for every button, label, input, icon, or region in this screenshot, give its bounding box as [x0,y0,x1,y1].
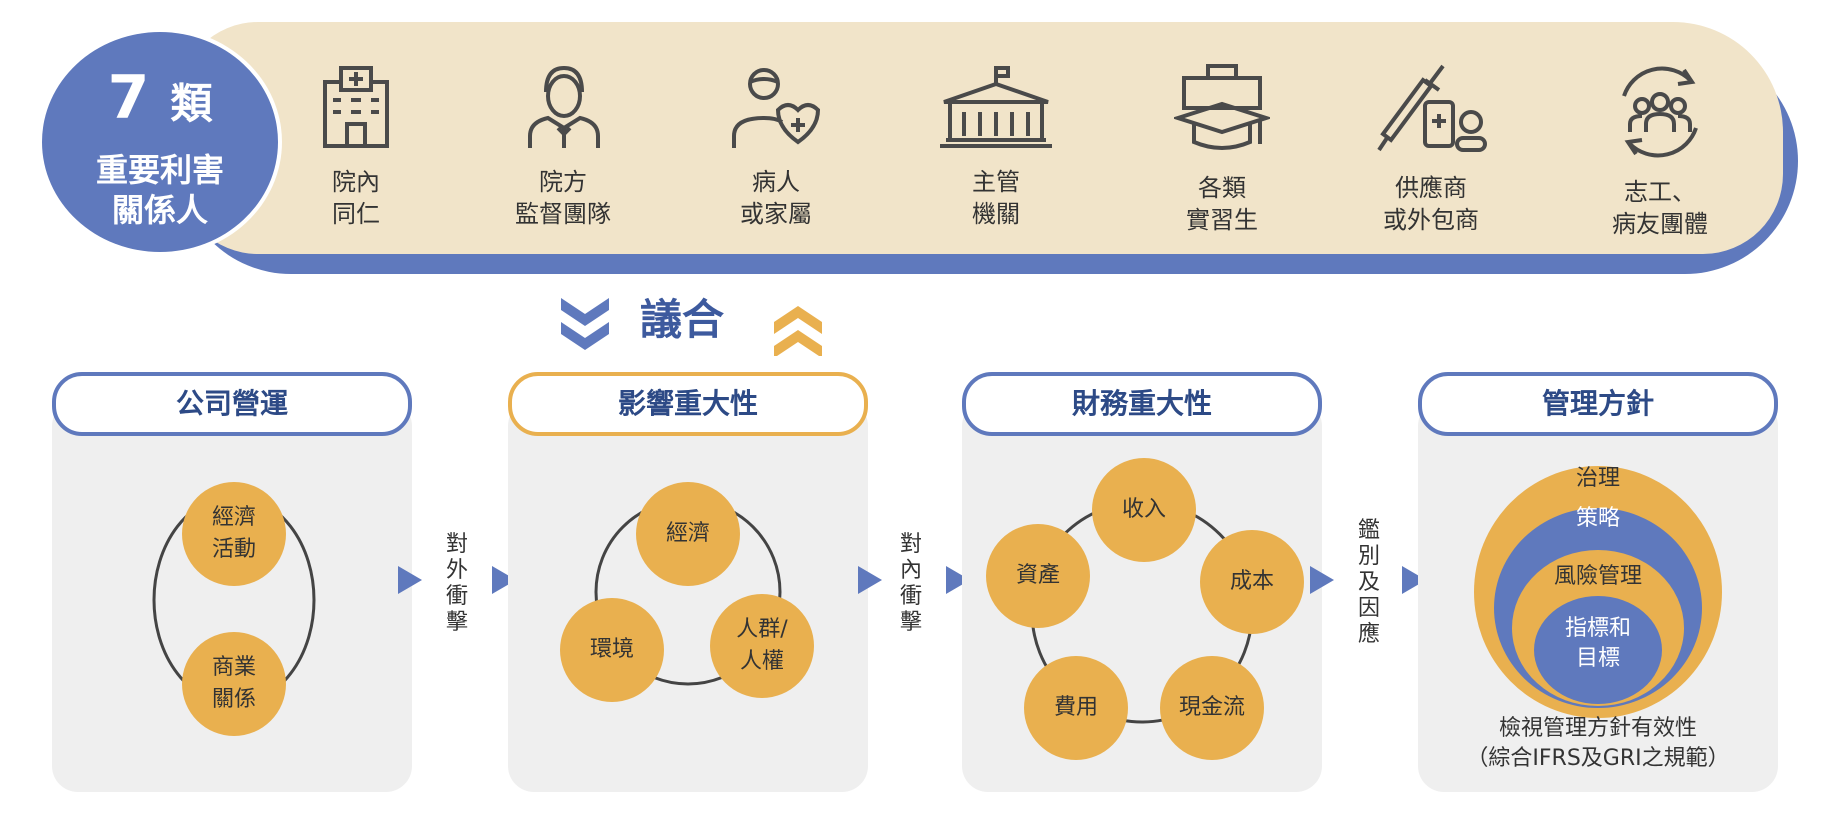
circle-expense: 費用 [1024,656,1128,760]
stakeholder-authority: 主管 機關 [911,62,1081,230]
ring-governance: 治理 [1575,466,1620,491]
stakeholder-label: 病人 或家屬 [740,168,812,228]
stakeholder-label: 院內 同仁 [332,168,380,228]
circle-environment: 環境 [560,598,664,702]
stakeholder-label: 院方 監督團隊 [515,168,611,228]
patient-heart-icon [732,68,821,148]
government-building-icon [940,66,1052,148]
stakeholder-patients: 病人 或家屬 [691,62,861,230]
syringe-medicine-icon [1377,64,1487,152]
circle-revenue: 收入 [1092,458,1196,562]
ring-risk-management: 風險管理 [1553,564,1642,589]
arrow-right-icon [1310,566,1334,594]
stakeholder-label: 主管 機關 [972,168,1020,228]
circle-cash-flow: 現金流 [1160,656,1264,760]
negotiation-row: 議合 [0,292,1829,356]
stakeholder-staff: 院內 同仁 [271,62,441,230]
circle-people-rights: 人群/ 人權 [710,594,814,698]
panel-impact-materiality: 影響重大性 經濟 人群/ 人權 環境 [508,372,868,792]
stakeholder-interns: 各類 實習生 [1137,62,1307,236]
negotiation-label: 議合 [640,295,725,344]
ring-strategy: 策略 [1575,506,1620,531]
panel-title: 財務重大性 [962,372,1322,436]
stakeholder-label: 供應商 或外包商 [1383,174,1479,234]
ring-metrics-targets: 指標和 目標 [1564,616,1631,671]
manager-person-icon [528,65,600,148]
panel-financial-materiality: 財務重大性 收入 成本 現金流 費用 資產 [962,372,1322,792]
connector-label-identify: 鑑別及因應 [1357,518,1380,647]
stakeholder-label: 志工、 病友團體 [1612,178,1708,238]
hospital-building-icon [323,66,389,148]
stakeholder-supervisors: 院方 監督團隊 [478,62,648,230]
panel-title: 公司營運 [52,372,412,436]
nested-rings [1474,466,1722,718]
footnote-line-1: 檢視管理方針有效性 [1498,716,1697,741]
circle-cost: 成本 [1200,530,1304,634]
panel-title: 影響重大性 [508,372,868,436]
connector-label-internal: 對內衝擊 [899,532,922,635]
circle-economy: 經濟 [636,482,740,586]
circle-assets: 資產 [986,524,1090,628]
panel-management-approach: 管理方針 治理 策略 風險管理 指標和 目標 檢視管理方針有效性 （綜合IFRS… [1418,372,1778,792]
graduation-briefcase-icon [1174,64,1270,150]
stakeholder-volunteers: 志工、 病友團體 [1575,62,1745,240]
connector-label-external: 對外衝擊 [445,532,468,635]
footnote-line-2: （綜合IFRS及GRI之規範） [1466,746,1730,771]
badge-number: 7 類 [107,63,213,133]
group-cycle-icon [1622,66,1698,158]
panel-company-operations: 公司營運 經濟 活動 商業 關係 [52,372,412,792]
arrow-right-icon [858,566,882,594]
circle-business-relations: 商業 關係 [182,632,286,736]
chevron-down-icon [561,298,609,350]
arrow-right-icon [398,566,422,594]
stakeholder-badge: 7 類 重要利害 關係人 [42,32,278,252]
stakeholder-label: 各類 實習生 [1186,174,1258,234]
chevron-up-icon [774,306,822,356]
circle-economic-activity: 經濟 活動 [182,482,286,586]
stakeholder-suppliers: 供應商 或外包商 [1346,62,1516,236]
panel-background [508,400,868,792]
panel-title: 管理方針 [1418,372,1778,436]
badge-label: 重要利害 關係人 [95,151,224,229]
